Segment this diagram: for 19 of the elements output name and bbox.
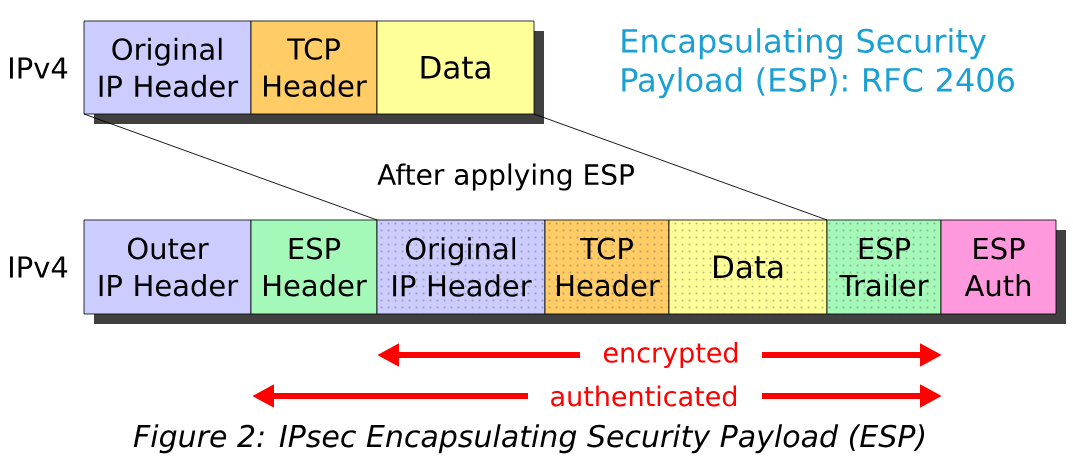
packet-field: ESP Trailer	[826, 219, 942, 315]
connector-line	[83, 113, 378, 221]
packet-field: Data	[668, 219, 828, 315]
connector-line	[533, 113, 828, 221]
stage-label: After applying ESP	[377, 163, 634, 191]
span-label: authenticated	[551, 385, 737, 407]
span-label: encrypted	[603, 341, 738, 369]
packet-field: Original IP Header	[83, 20, 252, 115]
packet-field: TCP Header	[544, 219, 670, 315]
packet-field: Data	[376, 20, 535, 115]
title: Encapsulating Security Payload (ESP): RFC 2406	[622, 28, 1014, 99]
packet-field: Original IP Header	[376, 219, 546, 315]
packet-field: ESP Auth	[940, 219, 1057, 315]
row-label: IPv4	[10, 256, 68, 278]
packet-field: Outer IP Header	[83, 219, 252, 315]
row-label: IPv4	[10, 57, 68, 79]
packet-field: ESP Header	[250, 219, 378, 315]
caption: Figure 2: IPsec Encapsulating Security Payload (ESP)	[133, 424, 925, 454]
packet-field: TCP Header	[250, 20, 378, 115]
